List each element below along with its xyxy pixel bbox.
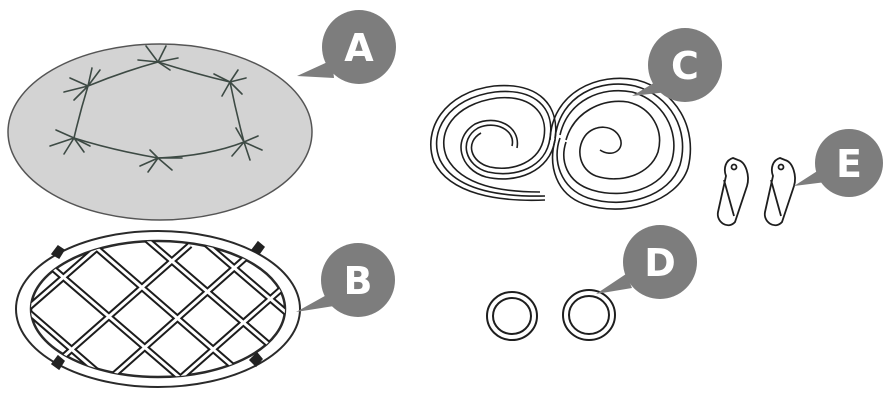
callout-e: E — [794, 129, 883, 197]
callout-d-label: D — [644, 241, 676, 285]
callout-c-label: C — [671, 44, 699, 88]
callout-a: A — [297, 10, 396, 84]
callout-a-label: A — [344, 26, 374, 70]
part-c-cord-coils — [430, 77, 692, 210]
callout-b-label: B — [344, 259, 373, 303]
callout-d: D — [596, 225, 697, 299]
part-b-net-frame — [15, 230, 301, 388]
part-d-rings — [486, 289, 616, 341]
part-a-fabric-cover — [7, 43, 313, 221]
callout-e-label: E — [836, 142, 862, 186]
callout-c: C — [632, 28, 722, 102]
callout-b: B — [296, 243, 395, 317]
part-e-snap-hooks — [716, 157, 796, 227]
